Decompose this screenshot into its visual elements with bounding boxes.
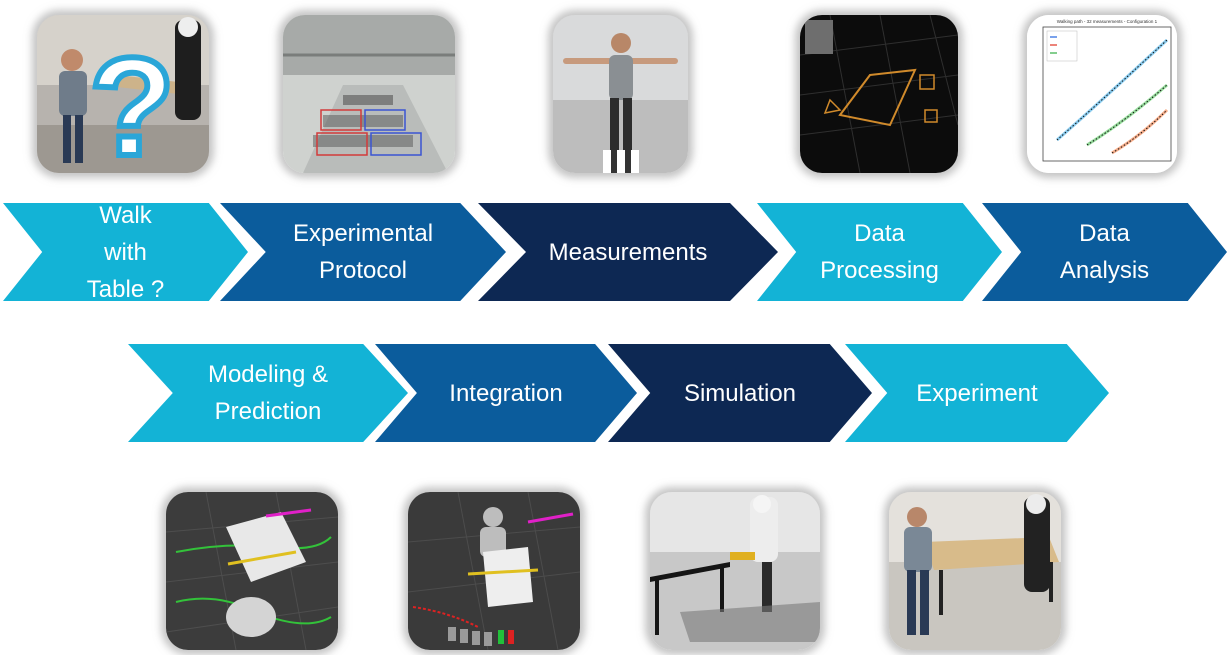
step-data-processing: Data Processing [757, 203, 1002, 301]
step-label: Modeling & Prediction [207, 361, 329, 425]
person-and-robot-with-table-photo: ? [37, 15, 209, 173]
photo-illustration [283, 15, 455, 173]
step-data-analysis: Data Analysis [982, 203, 1227, 301]
step-label: Experiment [916, 379, 1038, 407]
robot-planning-rviz-screenshot [408, 492, 580, 650]
motion-capture-markers-screenshot [800, 15, 958, 173]
step-label: Simulation [683, 379, 797, 407]
plot-illustration: Walking path - 32 measurements - Configu… [1027, 15, 1177, 173]
step-label: Experimental Protocol [292, 220, 434, 284]
robot-simulation-screenshot [650, 492, 820, 650]
step-label: Walk with Table ? [86, 201, 165, 303]
step-measurements: Measurements [478, 203, 778, 301]
step-label: Integration [449, 379, 563, 407]
photo-illustration [166, 492, 338, 650]
photo-illustration: ? [37, 15, 209, 173]
step-experimental-protocol: Experimental Protocol [220, 203, 506, 301]
person-t-pose-photo [553, 15, 688, 173]
photo-illustration [408, 492, 580, 650]
step-label: Measurements [548, 238, 708, 266]
step-experiment: Experiment [845, 344, 1109, 442]
step-label: Data Analysis [1059, 220, 1150, 284]
plot-title: Walking path - 32 measurements - Configu… [1057, 19, 1158, 24]
step-simulation: Simulation [608, 344, 872, 442]
photo-illustration [650, 492, 820, 650]
step-integration: Integration [375, 344, 637, 442]
photo-illustration [553, 15, 688, 173]
step-walk-with-table: Walk with Table ? [3, 203, 248, 301]
question-mark: ? [89, 28, 175, 173]
person-and-robot-carrying-table-photo [889, 492, 1061, 650]
photo-illustration [800, 15, 958, 173]
trajectory-plot-screenshot: Walking path - 32 measurements - Configu… [1027, 15, 1177, 173]
lab-floor-layout-photo [283, 15, 455, 173]
photo-illustration [889, 492, 1061, 650]
step-modeling-prediction: Modeling & Prediction [128, 344, 408, 442]
table-model-rviz-screenshot [166, 492, 338, 650]
step-label: Data Processing [820, 220, 939, 284]
